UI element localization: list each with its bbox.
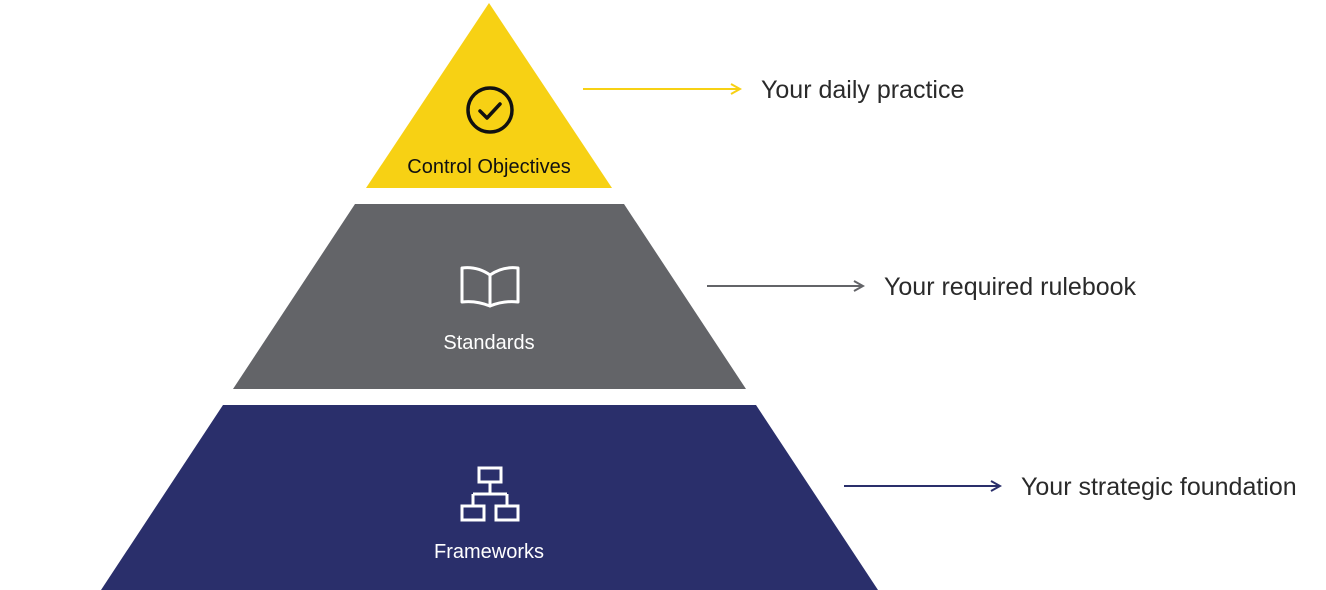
annotation-strategic-foundation: Your strategic foundation <box>844 473 1297 501</box>
tier-standards-label: Standards <box>443 332 534 354</box>
description-daily-practice: Your daily practice <box>761 76 964 104</box>
tier-control-objectives-label: Control Objectives <box>407 156 570 178</box>
network-hierarchy-icon <box>460 466 520 522</box>
description-strategic-foundation: Your strategic foundation <box>1021 473 1297 501</box>
tier-frameworks: Frameworks <box>101 405 878 590</box>
open-book-icon <box>460 266 520 308</box>
tier-control-objectives: Control Objectives <box>366 3 612 188</box>
annotation-daily-practice: Your daily practice <box>583 76 964 104</box>
check-circle-icon <box>466 86 514 134</box>
tier-frameworks-label: Frameworks <box>434 541 544 563</box>
tier-control-objectives-shape <box>366 3 612 188</box>
annotation-required-rulebook: Your required rulebook <box>707 273 1137 301</box>
description-required-rulebook: Your required rulebook <box>884 273 1137 301</box>
tier-frameworks-shape <box>101 405 878 590</box>
tier-standards: Standards <box>233 204 746 389</box>
